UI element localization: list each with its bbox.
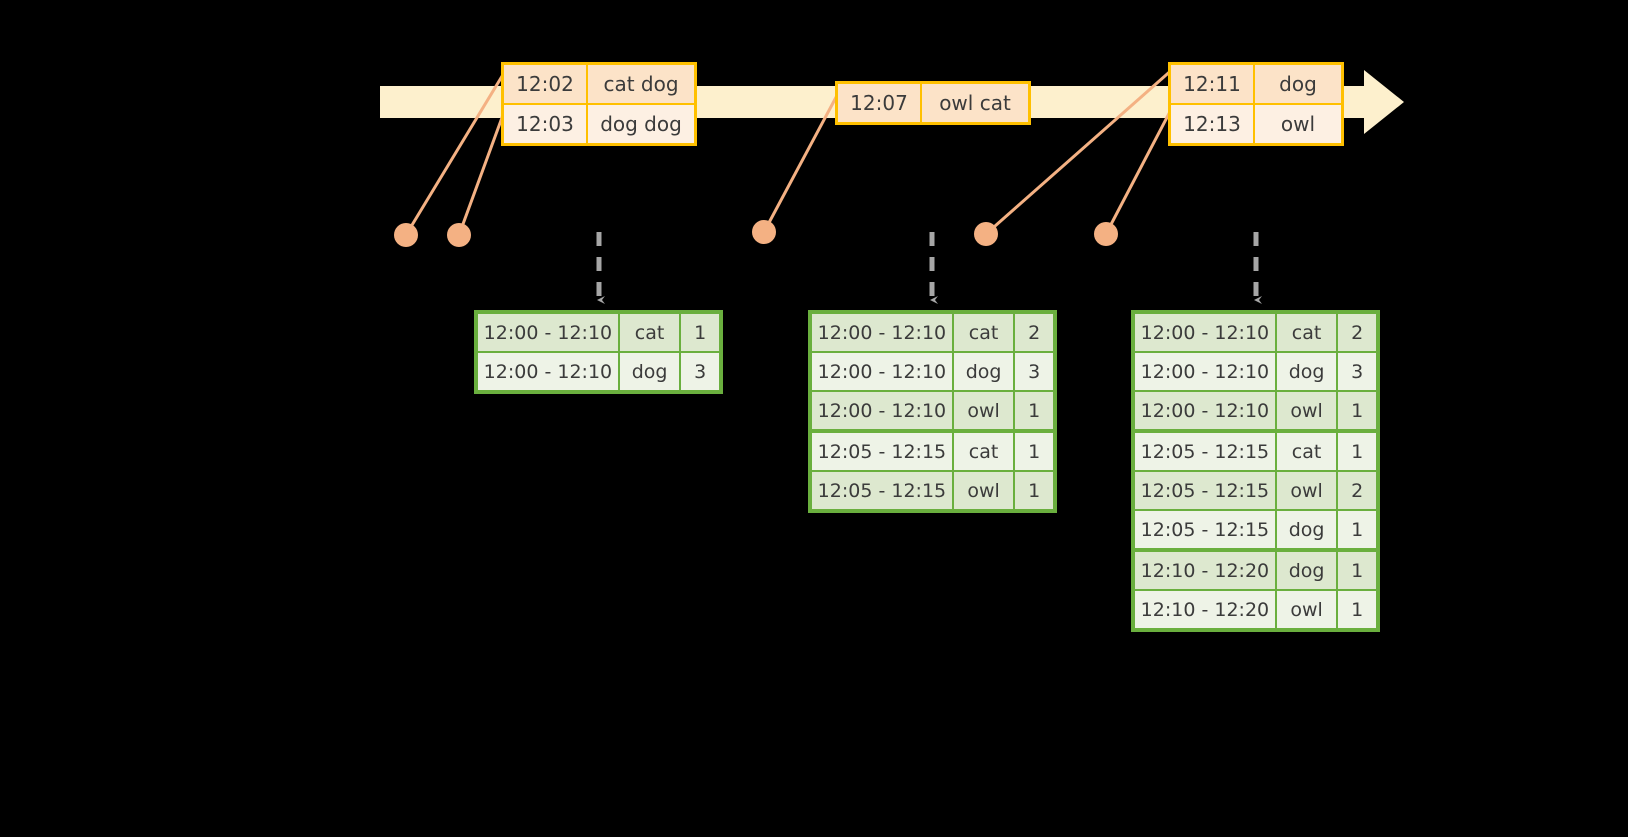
event-dot-4	[974, 222, 998, 246]
window-range-cell: 12:05 - 12:15	[1135, 433, 1277, 470]
event-timestamp: 12:11	[1171, 65, 1255, 103]
key-cell: dog	[1277, 552, 1339, 589]
key-cell: cat	[620, 314, 682, 351]
window-range-cell: 12:00 - 12:10	[1135, 353, 1277, 390]
window-range-cell: 12:05 - 12:15	[812, 472, 954, 509]
key-cell: cat	[954, 314, 1016, 351]
event-dot-3	[752, 220, 776, 244]
key-cell: dog	[954, 353, 1016, 390]
count-cell: 1	[1351, 598, 1364, 621]
window-range-cell: 12:00 - 12:10	[1135, 314, 1277, 351]
event-value: cat dog	[603, 72, 679, 96]
connector-dots	[394, 220, 1118, 247]
key-cell: owl	[1277, 591, 1339, 628]
event-row: 12:13 owl	[1171, 103, 1341, 143]
window-range-cell: 12:00 - 12:10	[478, 314, 620, 351]
window-range-cell: 12:10 - 12:20	[1135, 552, 1277, 589]
count-cell: 2	[1351, 321, 1364, 344]
window-range-cell: 12:00 - 12:10	[478, 353, 620, 390]
event-value: dog dog	[600, 112, 682, 136]
window-range-cell: 12:00 - 12:10	[1135, 392, 1277, 429]
key-cell: cat	[1277, 433, 1339, 470]
count-cell: 1	[1351, 399, 1364, 422]
event-row: 12:03 dog dog	[504, 103, 694, 143]
count-cell: 1	[1351, 440, 1364, 463]
window-range-cell: 12:05 - 12:15	[1135, 472, 1277, 509]
count-cell: 1	[694, 321, 707, 344]
count-cell: 3	[1028, 360, 1041, 383]
event-box-2[interactable]: 12:07 owl cat	[835, 81, 1031, 125]
key-cell: owl	[954, 392, 1016, 429]
event-dot-5	[1094, 222, 1118, 246]
event-timestamp: 12:03	[504, 105, 588, 143]
event-timestamp: 12:02	[504, 65, 588, 103]
event-value: owl cat	[939, 91, 1011, 115]
key-cell: dog	[620, 353, 682, 390]
window-range-cell: 12:10 - 12:20	[1135, 591, 1277, 628]
event-row: 12:07 owl cat	[838, 84, 1028, 122]
count-cell: 3	[1351, 360, 1364, 383]
key-cell: cat	[1277, 314, 1339, 351]
event-value: dog	[1279, 72, 1317, 96]
window-range-cell: 12:05 - 12:15	[1135, 511, 1277, 548]
window-range-cell: 12:00 - 12:10	[812, 353, 954, 390]
key-cell: dog	[1277, 511, 1339, 548]
window-range-cell: 12:00 - 12:10	[812, 392, 954, 429]
event-timestamp: 12:13	[1171, 105, 1255, 143]
event-row: 12:02 cat dog	[504, 65, 694, 103]
count-cell: 1	[1028, 440, 1041, 463]
count-cell: 1	[1028, 479, 1041, 502]
event-value: owl	[1280, 112, 1316, 136]
key-cell: cat	[954, 433, 1016, 470]
count-cell: 1	[1351, 559, 1364, 582]
window-range-cell: 12:05 - 12:15	[812, 433, 954, 470]
count-cell: 1	[1028, 399, 1041, 422]
event-timestamp: 12:07	[838, 84, 922, 122]
event-dot-1	[394, 223, 418, 247]
dashed-arrows	[596, 232, 1262, 304]
count-cell: 3	[694, 360, 707, 383]
count-cell: 1	[1351, 518, 1364, 541]
connector-line-5	[1104, 103, 1176, 235]
key-cell: owl	[954, 472, 1016, 509]
connector-line-2	[457, 103, 509, 236]
count-cell: 2	[1351, 479, 1364, 502]
event-dot-2	[447, 223, 471, 247]
count-cell: 2	[1028, 321, 1041, 344]
key-cell: owl	[1277, 472, 1339, 509]
window-range-cell: 12:00 - 12:10	[812, 314, 954, 351]
timeline-arrowhead-icon	[1364, 70, 1404, 134]
key-cell: dog	[1277, 353, 1339, 390]
event-box-1[interactable]: 12:02 cat dog 12:03 dog dog	[501, 62, 697, 146]
key-cell: owl	[1277, 392, 1339, 429]
event-box-3[interactable]: 12:11 dog 12:13 owl	[1168, 62, 1344, 146]
event-row: 12:11 dog	[1171, 65, 1341, 103]
